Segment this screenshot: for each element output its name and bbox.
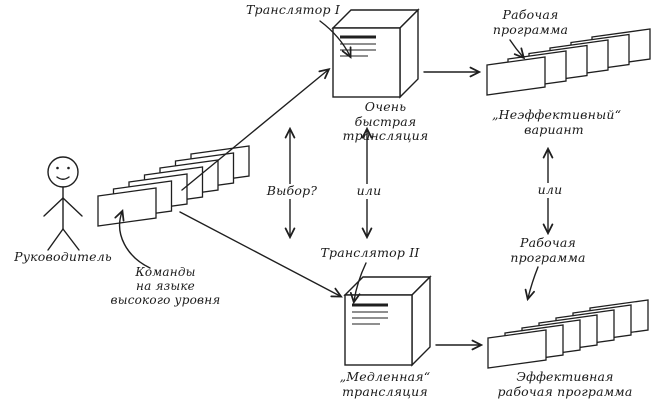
card-stack-inefficient: [486, 28, 651, 96]
translator2-box: [343, 275, 432, 367]
inefficient-variant-label: „Неэффективный“ вариант: [492, 107, 622, 137]
arrow-program-top-pointer: [509, 39, 523, 57]
program-top-label: Рабочая программа: [492, 7, 569, 37]
card-stack-efficient: [487, 299, 649, 369]
or-right-label: или: [526, 182, 574, 198]
slow-translation-label: „Медленная“ трансляция: [339, 369, 431, 399]
program-bottom-label: Рабочая программа: [510, 235, 586, 265]
translator1-box: [331, 8, 420, 99]
translator2-listing-lines: [352, 303, 388, 325]
arrow-commands-to-translator1: [181, 70, 328, 191]
arrow-commands-pointer: [120, 212, 151, 269]
arrow-translator2-pointer: [354, 262, 367, 301]
person-figure: [43, 156, 83, 251]
arrow-program-bottom-pointer: [528, 266, 539, 298]
commands-label: Команды на языке высокого уровня: [110, 265, 221, 307]
arrow-translator1-pointer: [319, 20, 350, 56]
fast-translation-label: Очень быстрая трансляция: [342, 99, 429, 143]
manager-label: Руководитель: [14, 249, 112, 264]
efficient-program-label: Эффективная рабочая программа: [497, 369, 633, 399]
choice-label: Выбор?: [256, 183, 328, 199]
or-middle-label: или: [345, 183, 393, 199]
arrow-commands-to-translator2: [179, 211, 340, 296]
translator2-label: Транслятор II: [320, 245, 420, 260]
translator1-label: Транслятор I: [246, 2, 340, 17]
